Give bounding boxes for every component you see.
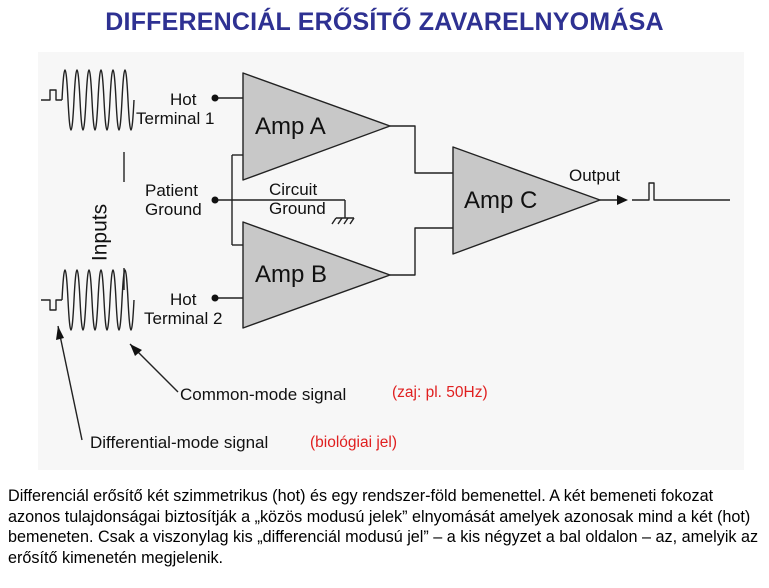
amp-c-label: Amp C xyxy=(464,187,538,214)
differential-mode-signal-label: Differential-mode signal xyxy=(90,433,269,452)
circuit-ground-line-1: Circuit xyxy=(269,180,318,199)
hot-terminal-2-line-2: Terminal 2 xyxy=(144,309,223,329)
hot-terminal-2-line-1: Hot xyxy=(170,290,197,309)
output-signal xyxy=(632,182,730,201)
patient-ground-line-2: Ground xyxy=(145,200,202,220)
hot-terminal-1-line-1: Hot xyxy=(170,90,197,109)
amp-c-triangle xyxy=(452,146,601,255)
differential-mode-note: (biológiai jel) xyxy=(310,434,398,451)
amp-b-label: Amp B xyxy=(255,261,328,288)
common-mode-wave-bottom xyxy=(61,269,135,331)
output-label: Output xyxy=(569,166,621,185)
amp-a-triangle xyxy=(242,72,391,181)
diagram-panel xyxy=(38,52,744,470)
circuit-ground-label: Circuit Ground xyxy=(269,180,326,218)
circuit-ground-line-2: Ground xyxy=(269,199,326,219)
inputs-label: Inputs xyxy=(88,203,112,262)
patient-ground-label: Patient Ground xyxy=(145,181,202,219)
input-signal-bottom xyxy=(41,299,62,311)
hot-terminal-1-line-2: Terminal 1 xyxy=(136,109,215,129)
common-mode-note: (zaj: pl. 50Hz) xyxy=(392,384,488,401)
amp-b-triangle xyxy=(242,221,391,329)
common-mode-wave-top xyxy=(61,69,135,131)
common-mode-signal-label: Common-mode signal xyxy=(180,385,347,404)
amp-a-label: Amp A xyxy=(255,113,326,140)
input-signal-top xyxy=(41,89,62,101)
description-text: Differenciál erősítő két szimmetrikus (h… xyxy=(8,487,759,567)
page-title: DIFFERENCIÁL ERŐSÍTŐ ZAVARELNYOMÁSA xyxy=(105,8,664,36)
patient-ground-line-1: Patient xyxy=(145,181,198,200)
hot-terminal-1-label: Hot Terminal 1 xyxy=(136,90,234,128)
hot-terminal-2-label: Hot Terminal 2 xyxy=(144,290,222,328)
